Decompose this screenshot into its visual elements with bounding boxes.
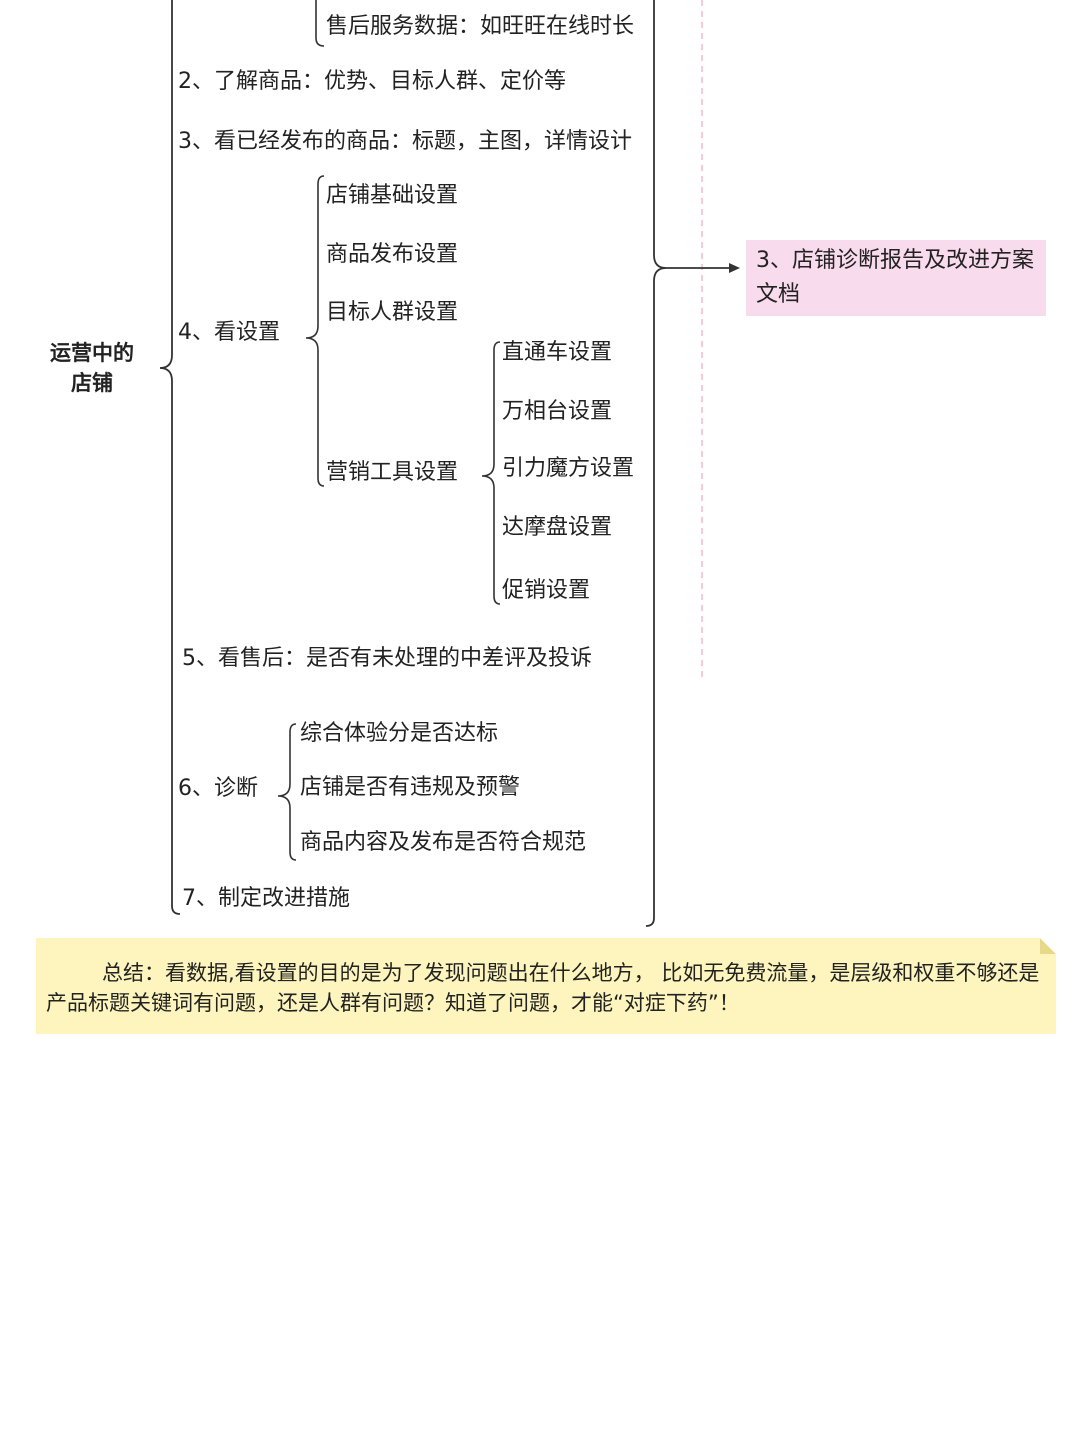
top-sub-bracket (315, 0, 325, 47)
result-arrowhead (729, 263, 740, 273)
aftersale-data-node: 售后服务数据：如旺旺在线时长 (326, 14, 635, 39)
result-bracket (645, 0, 667, 927)
marketing-child-1: 直通车设置 (502, 340, 613, 365)
root-node: 运营中的 店铺 (30, 338, 154, 398)
item-6-child-1: 综合体验分是否达标 (300, 721, 499, 746)
item-4-child-4: 营销工具设置 (326, 460, 459, 485)
item-5-node: 5、看售后：是否有未处理的中差评及投诉 (182, 646, 592, 671)
item-7-node: 7、制定改进措施 (182, 886, 350, 911)
root-label: 运营中的 店铺 (50, 341, 134, 395)
item-6-child-3: 商品内容及发布是否符合规范 (300, 830, 587, 855)
item4-bracket (305, 175, 325, 487)
item-3-node: 3、看已经发布的商品：标题，主图，详情设计 (178, 129, 632, 154)
item-4-child-1: 店铺基础设置 (326, 183, 459, 208)
note-fold-corner-icon (1040, 938, 1056, 954)
marketing-child-3: 引力魔方设置 (502, 456, 635, 481)
result-box-label: 3、店铺诊断报告及改进方案文档 (756, 248, 1034, 307)
item-6-child-2: 店铺是否有违规及预警 (300, 775, 521, 800)
item-6-node: 6、诊断 (178, 776, 258, 801)
summary-note-text: 总结：看数据,看设置的目的是为了发现问题出在什么地方， 比如无免费流量，是层级和… (46, 961, 1040, 1015)
item-2-node: 2、了解商品：优势、目标人群、定价等 (178, 69, 566, 94)
item-4-node: 4、看设置 (178, 320, 280, 345)
marketing-child-5: 促销设置 (502, 578, 591, 603)
marketing-child-4: 达摩盘设置 (502, 515, 613, 540)
marketing-child-2: 万相台设置 (502, 399, 613, 424)
item6-bracket (277, 723, 297, 861)
marketing-bracket (481, 341, 501, 605)
result-box: 3、店铺诊断报告及改进方案文档 (746, 240, 1046, 316)
root-bracket (159, 0, 181, 915)
summary-note: 总结：看数据,看设置的目的是为了发现问题出在什么地方， 比如无免费流量，是层级和… (36, 938, 1056, 1034)
item-4-child-3: 目标人群设置 (326, 300, 459, 325)
item-4-child-2: 商品发布设置 (326, 242, 459, 267)
